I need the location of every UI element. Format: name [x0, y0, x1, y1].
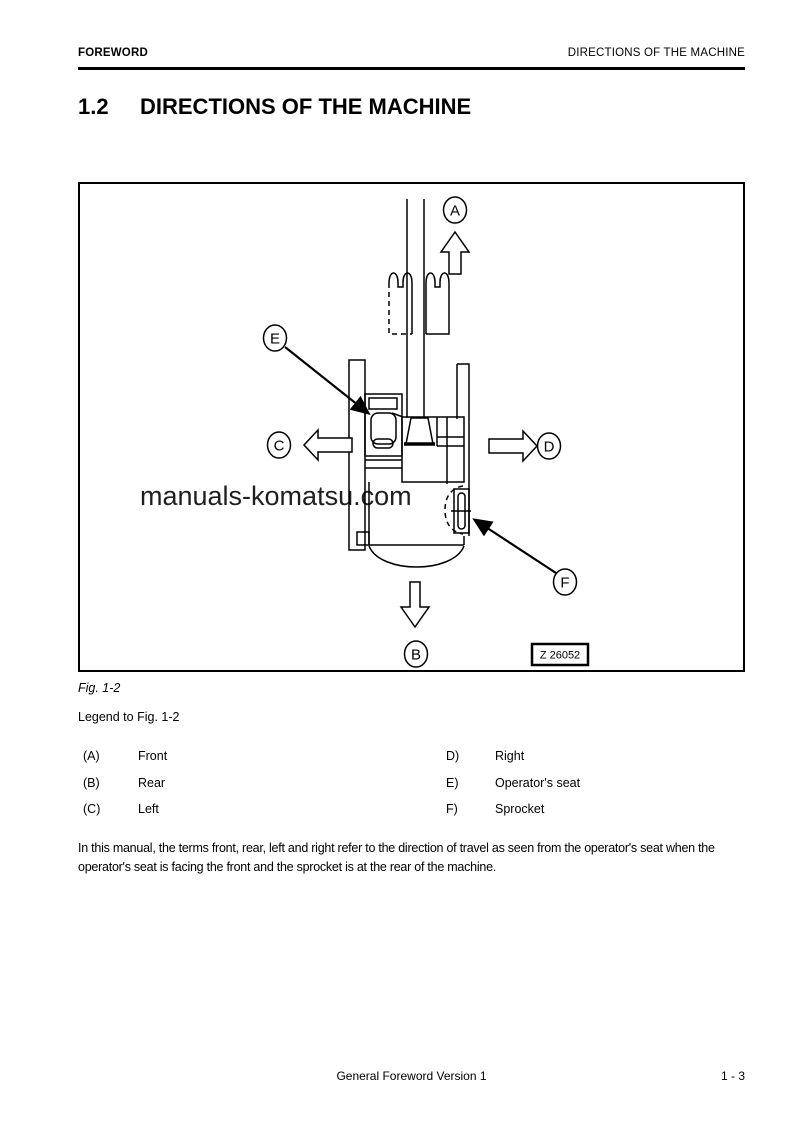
legend-label: Right [495, 749, 525, 764]
section-number: 1.2 [78, 94, 109, 119]
legend-label: Left [138, 802, 159, 817]
header-rule [78, 67, 745, 70]
footer-version-text: General Foreword Version 1 [336, 1069, 487, 1083]
leader-line-sprocket [472, 518, 557, 574]
legend-key: (A) [83, 749, 100, 764]
arrow-rear [399, 581, 431, 629]
bucket-links [388, 272, 450, 335]
section-title-text: DIRECTIONS OF THE MACHINE [140, 94, 472, 119]
leader-line-operator-seat [284, 346, 371, 416]
label-left: C [266, 431, 292, 459]
figure-panel: manuals-komatsu.com [78, 182, 745, 672]
figure-caption: Fig. 1-2 [78, 681, 121, 695]
svg-text:A: A [450, 203, 460, 220]
boom [406, 199, 425, 418]
legend-key: E) [446, 775, 459, 790]
operator-seat [370, 412, 397, 449]
drawing-code-text: Z 26052 [540, 650, 580, 662]
label-operator-seat: E [262, 324, 288, 352]
header-chapter-label: DIRECTIONS OF THE MACHINE [567, 47, 745, 59]
legend-label: Rear [138, 775, 166, 790]
legend-label: Front [138, 749, 168, 764]
legend-label: Operator's seat [495, 775, 581, 790]
legend-key: (C) [83, 802, 101, 817]
drawing-code-box: Z 26052 [530, 642, 590, 667]
svg-text:E: E [270, 331, 280, 348]
header-section-label: FOREWORD [78, 47, 148, 59]
left-track [348, 359, 366, 551]
label-front: A [442, 196, 468, 224]
arrow-front [439, 230, 471, 275]
legend-title: Legend to Fig. 1-2 [78, 710, 180, 724]
svg-text:D: D [544, 439, 555, 456]
footer-page-number: 1 - 3 [720, 1069, 745, 1083]
sprocket [444, 485, 471, 535]
legend-table: (A) Front D) Right (B) Rear E) Operator'… [78, 743, 745, 823]
arrow-left [302, 428, 353, 462]
rear-counterweight [356, 482, 465, 568]
legend-key: (B) [83, 775, 100, 790]
svg-text:B: B [411, 647, 421, 664]
watermark-text: manuals-komatsu.com [140, 481, 412, 511]
machine-direction-diagram: manuals-komatsu.com [140, 196, 590, 668]
arrow-right [488, 429, 539, 463]
page-title: 1.2 DIRECTIONS OF THE MACHINE [78, 94, 471, 120]
legend-key: F) [446, 802, 458, 817]
legend-label: Sprocket [495, 802, 545, 817]
label-right: D [536, 432, 562, 460]
label-sprocket: F [552, 568, 578, 596]
body-paragraph: In this manual, the terms front, rear, l… [78, 841, 715, 874]
svg-text:C: C [274, 438, 285, 455]
svg-text:F: F [560, 575, 569, 592]
label-rear: B [403, 640, 429, 668]
right-track [446, 363, 470, 536]
machine-body [401, 416, 465, 483]
legend-key: D) [446, 749, 460, 764]
